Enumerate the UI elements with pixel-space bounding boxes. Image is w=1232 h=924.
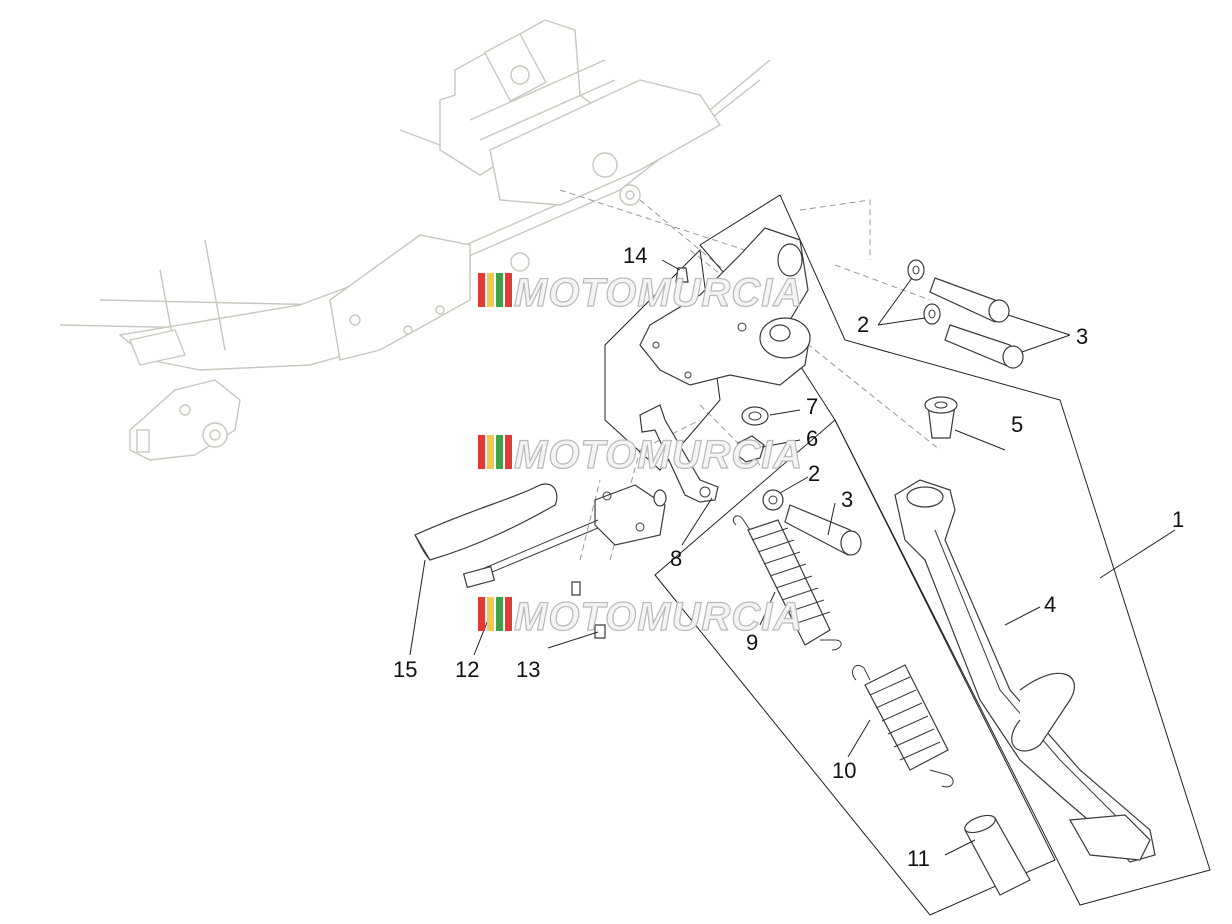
callout-labels: 1 2 3 2 3 4 5 6 7 8 9 10 11 12 13 14 15 <box>393 243 1184 871</box>
callout-3-lower: 3 <box>841 487 853 512</box>
side-stand-leg <box>894 479 1156 863</box>
watermark-text: MOTOMURCIA <box>514 271 803 315</box>
watermark-stripe-yellow <box>487 273 494 307</box>
watermark-text: MOTOMURCIA <box>514 595 803 639</box>
stand-switch-sensor <box>462 484 667 589</box>
washer-and-nut <box>735 406 769 463</box>
cable-sheath <box>414 483 558 561</box>
watermark-stripe-green <box>496 273 503 307</box>
lower-fasteners <box>762 489 862 556</box>
callout-2-upper: 2 <box>857 312 869 337</box>
callout-6: 6 <box>806 426 818 451</box>
callout-4: 4 <box>1044 592 1056 617</box>
watermark-stripe-red-2 <box>505 435 512 469</box>
callout-7: 7 <box>806 394 818 419</box>
watermark-1: MOTOMURCIA <box>478 270 803 316</box>
callout-2-lower: 2 <box>808 461 820 486</box>
stand-bracket-plate <box>639 227 811 386</box>
small-pin <box>675 267 689 283</box>
callout-3-upper: 3 <box>1076 324 1088 349</box>
callout-11: 11 <box>907 846 930 871</box>
callout-8: 8 <box>670 546 682 571</box>
watermark-stripe-red-2 <box>505 273 512 307</box>
lever-plate <box>639 404 719 503</box>
callout-12: 12 <box>455 657 479 682</box>
watermark-stripe-red <box>478 597 485 631</box>
pivot-sleeve <box>924 396 958 439</box>
switch-screws <box>571 581 606 639</box>
watermark-stripe-green <box>496 597 503 631</box>
spring-cover-sleeve <box>964 814 1031 896</box>
long-return-spring <box>732 515 842 651</box>
callout-14: 14 <box>623 243 647 268</box>
callout-10: 10 <box>832 758 856 783</box>
callout-15: 15 <box>393 657 417 682</box>
short-return-spring <box>852 664 954 788</box>
callout-1: 1 <box>1172 507 1184 532</box>
watermark-stripe-red-2 <box>505 597 512 631</box>
watermark-stripe-red <box>478 273 485 307</box>
upper-fasteners <box>907 259 1024 369</box>
watermark-stripe-red <box>478 435 485 469</box>
watermark-2: MOTOMURCIA <box>478 432 803 478</box>
group-outlines <box>604 194 1211 916</box>
callout-13: 13 <box>516 657 540 682</box>
watermark-3: MOTOMURCIA <box>478 594 803 640</box>
motorcycle-frame <box>59 19 771 461</box>
callout-leaders <box>409 259 1176 856</box>
callout-5: 5 <box>1011 412 1023 437</box>
watermark-text: MOTOMURCIA <box>514 433 803 477</box>
watermark-stripe-green <box>496 435 503 469</box>
watermark-stripe-yellow <box>487 597 494 631</box>
watermark-stripe-yellow <box>487 435 494 469</box>
callout-9: 9 <box>746 630 758 655</box>
